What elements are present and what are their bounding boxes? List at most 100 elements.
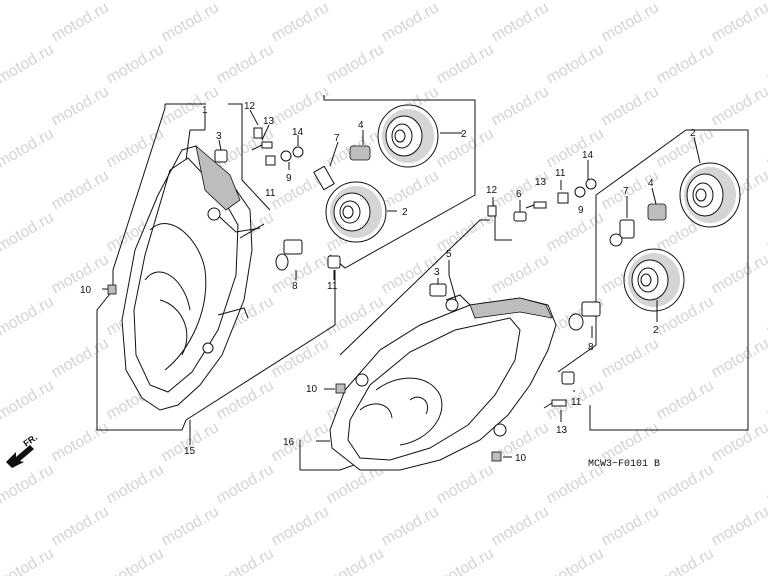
watermark-text: motod.ru bbox=[379, 167, 442, 213]
watermark-text: motod.ru bbox=[544, 0, 607, 3]
watermark-text: motod.ru bbox=[544, 545, 607, 576]
watermark-text: motod.ru bbox=[214, 377, 277, 423]
watermark-text: motod.ru bbox=[764, 461, 768, 507]
watermark-text: motod.ru bbox=[654, 0, 717, 3]
watermark-text: motod.ru bbox=[49, 167, 112, 213]
callout-3: 3 bbox=[216, 131, 222, 142]
watermark-text: motod.ru bbox=[654, 377, 717, 423]
callout-9: 9 bbox=[286, 173, 292, 184]
watermark-text: motod.ru bbox=[379, 503, 442, 549]
watermark-text: motod.ru bbox=[599, 83, 662, 129]
front-direction-arrow bbox=[6, 445, 34, 468]
watermark-text: motod.ru bbox=[0, 251, 2, 297]
watermark-text: motod.ru bbox=[159, 83, 222, 129]
dust-cover-right-lower bbox=[623, 248, 685, 312]
watermark-text: motod.ru bbox=[709, 419, 768, 465]
watermark-text: motod.ru bbox=[599, 0, 662, 45]
watermark-text: motod.ru bbox=[489, 251, 552, 297]
callout-13: 13 bbox=[263, 116, 275, 127]
watermark-text: motod.ru bbox=[104, 461, 167, 507]
watermark-text: motod.ru bbox=[49, 0, 112, 45]
watermark-text: motod.ru bbox=[764, 293, 768, 339]
watermark-text: motod.ru bbox=[489, 503, 552, 549]
upper-left-bulb-group bbox=[249, 95, 476, 280]
watermark-text: motod.ru bbox=[0, 419, 2, 465]
watermark-text: motod.ru bbox=[654, 41, 717, 87]
callout-2: 2 bbox=[653, 325, 659, 336]
callout-9: 9 bbox=[578, 205, 584, 216]
watermark-text: motod.ru bbox=[709, 335, 768, 381]
dust-cover-lower bbox=[325, 181, 387, 243]
callout-13: 13 bbox=[556, 425, 568, 436]
right-bulb-group bbox=[487, 129, 749, 431]
watermark-text: motod.ru bbox=[0, 41, 57, 87]
watermark-text: motod.ru bbox=[0, 83, 2, 129]
watermark-text: motod.ru bbox=[0, 335, 2, 381]
callout-2: 2 bbox=[690, 128, 696, 139]
watermark-text: motod.ru bbox=[434, 461, 497, 507]
callout-11: 11 bbox=[265, 188, 276, 199]
callout-14: 14 bbox=[292, 127, 304, 138]
callout-12: 12 bbox=[244, 101, 256, 112]
watermark-text: motod.ru bbox=[214, 545, 277, 576]
direction-label: FR. bbox=[21, 432, 39, 449]
watermark-text: motod.ru bbox=[489, 83, 552, 129]
callout-11: 11 bbox=[327, 281, 338, 292]
callout-2: 2 bbox=[461, 129, 467, 140]
watermark-text: motod.ru bbox=[0, 293, 57, 339]
callout-11: 11 bbox=[555, 168, 566, 179]
watermark-text: motod.ru bbox=[764, 209, 768, 255]
watermark-text: motod.ru bbox=[269, 0, 332, 45]
callout-7: 7 bbox=[334, 133, 340, 144]
watermark-text: motod.ru bbox=[489, 0, 552, 45]
callout-10: 10 bbox=[80, 285, 92, 296]
watermark-text: motod.ru bbox=[434, 209, 497, 255]
watermark-text: motod.ru bbox=[104, 545, 167, 576]
watermark-text: motod.ru bbox=[764, 41, 768, 87]
watermark-text: motod.ru bbox=[764, 377, 768, 423]
callout-13: 13 bbox=[535, 177, 547, 188]
watermark-text: motod.ru bbox=[269, 335, 332, 381]
callout-1: 1 bbox=[202, 105, 208, 116]
callout-8: 8 bbox=[292, 281, 298, 292]
callout-10: 10 bbox=[306, 384, 318, 395]
watermark-text: motod.ru bbox=[324, 545, 387, 576]
watermark-text: motod.ru bbox=[654, 545, 717, 576]
callout-7: 7 bbox=[623, 186, 629, 197]
watermark-text: motod.ru bbox=[0, 377, 57, 423]
callout-8: 8 bbox=[588, 342, 594, 353]
left-headlight-assembly bbox=[96, 103, 336, 445]
watermark-text: motod.ru bbox=[654, 461, 717, 507]
watermark-text: motod.ru bbox=[434, 545, 497, 576]
watermark-text: motod.ru bbox=[104, 0, 167, 3]
watermark-text: motod.ru bbox=[159, 503, 222, 549]
watermark-text: motod.ru bbox=[269, 503, 332, 549]
callout-12: 12 bbox=[486, 185, 498, 196]
callout-3: 3 bbox=[434, 267, 440, 278]
callout-10: 10 bbox=[515, 453, 527, 464]
watermark-text: motod.ru bbox=[764, 545, 768, 576]
watermark-text: motod.ru bbox=[599, 335, 662, 381]
dust-cover-upper bbox=[377, 104, 439, 168]
callout-14: 14 bbox=[582, 150, 594, 161]
diagram-code: MCW3−F0101 B bbox=[588, 459, 660, 470]
callout-2: 2 bbox=[402, 207, 408, 218]
watermark-text: motod.ru bbox=[49, 335, 112, 381]
watermark-text: motod.ru bbox=[434, 41, 497, 87]
watermark-text: motod.ru bbox=[0, 461, 57, 507]
watermark-text: motod.ru bbox=[324, 41, 387, 87]
callout-4: 4 bbox=[358, 120, 364, 131]
callout-16: 16 bbox=[283, 437, 295, 448]
watermark-text: motod.ru bbox=[0, 125, 57, 171]
watermark-text: motod.ru bbox=[709, 0, 768, 45]
watermark-text: motod.ru bbox=[434, 0, 497, 3]
watermark-text: motod.ru bbox=[709, 83, 768, 129]
watermark-text: motod.ru bbox=[49, 419, 112, 465]
watermark-text: motod.ru bbox=[379, 0, 442, 45]
watermark-text: motod.ru bbox=[49, 503, 112, 549]
watermark-text: motod.ru bbox=[214, 0, 277, 3]
right-headlight-assembly bbox=[299, 210, 557, 471]
watermark-text: motod.ru bbox=[0, 0, 57, 3]
watermark-text: motod.ru bbox=[544, 125, 607, 171]
